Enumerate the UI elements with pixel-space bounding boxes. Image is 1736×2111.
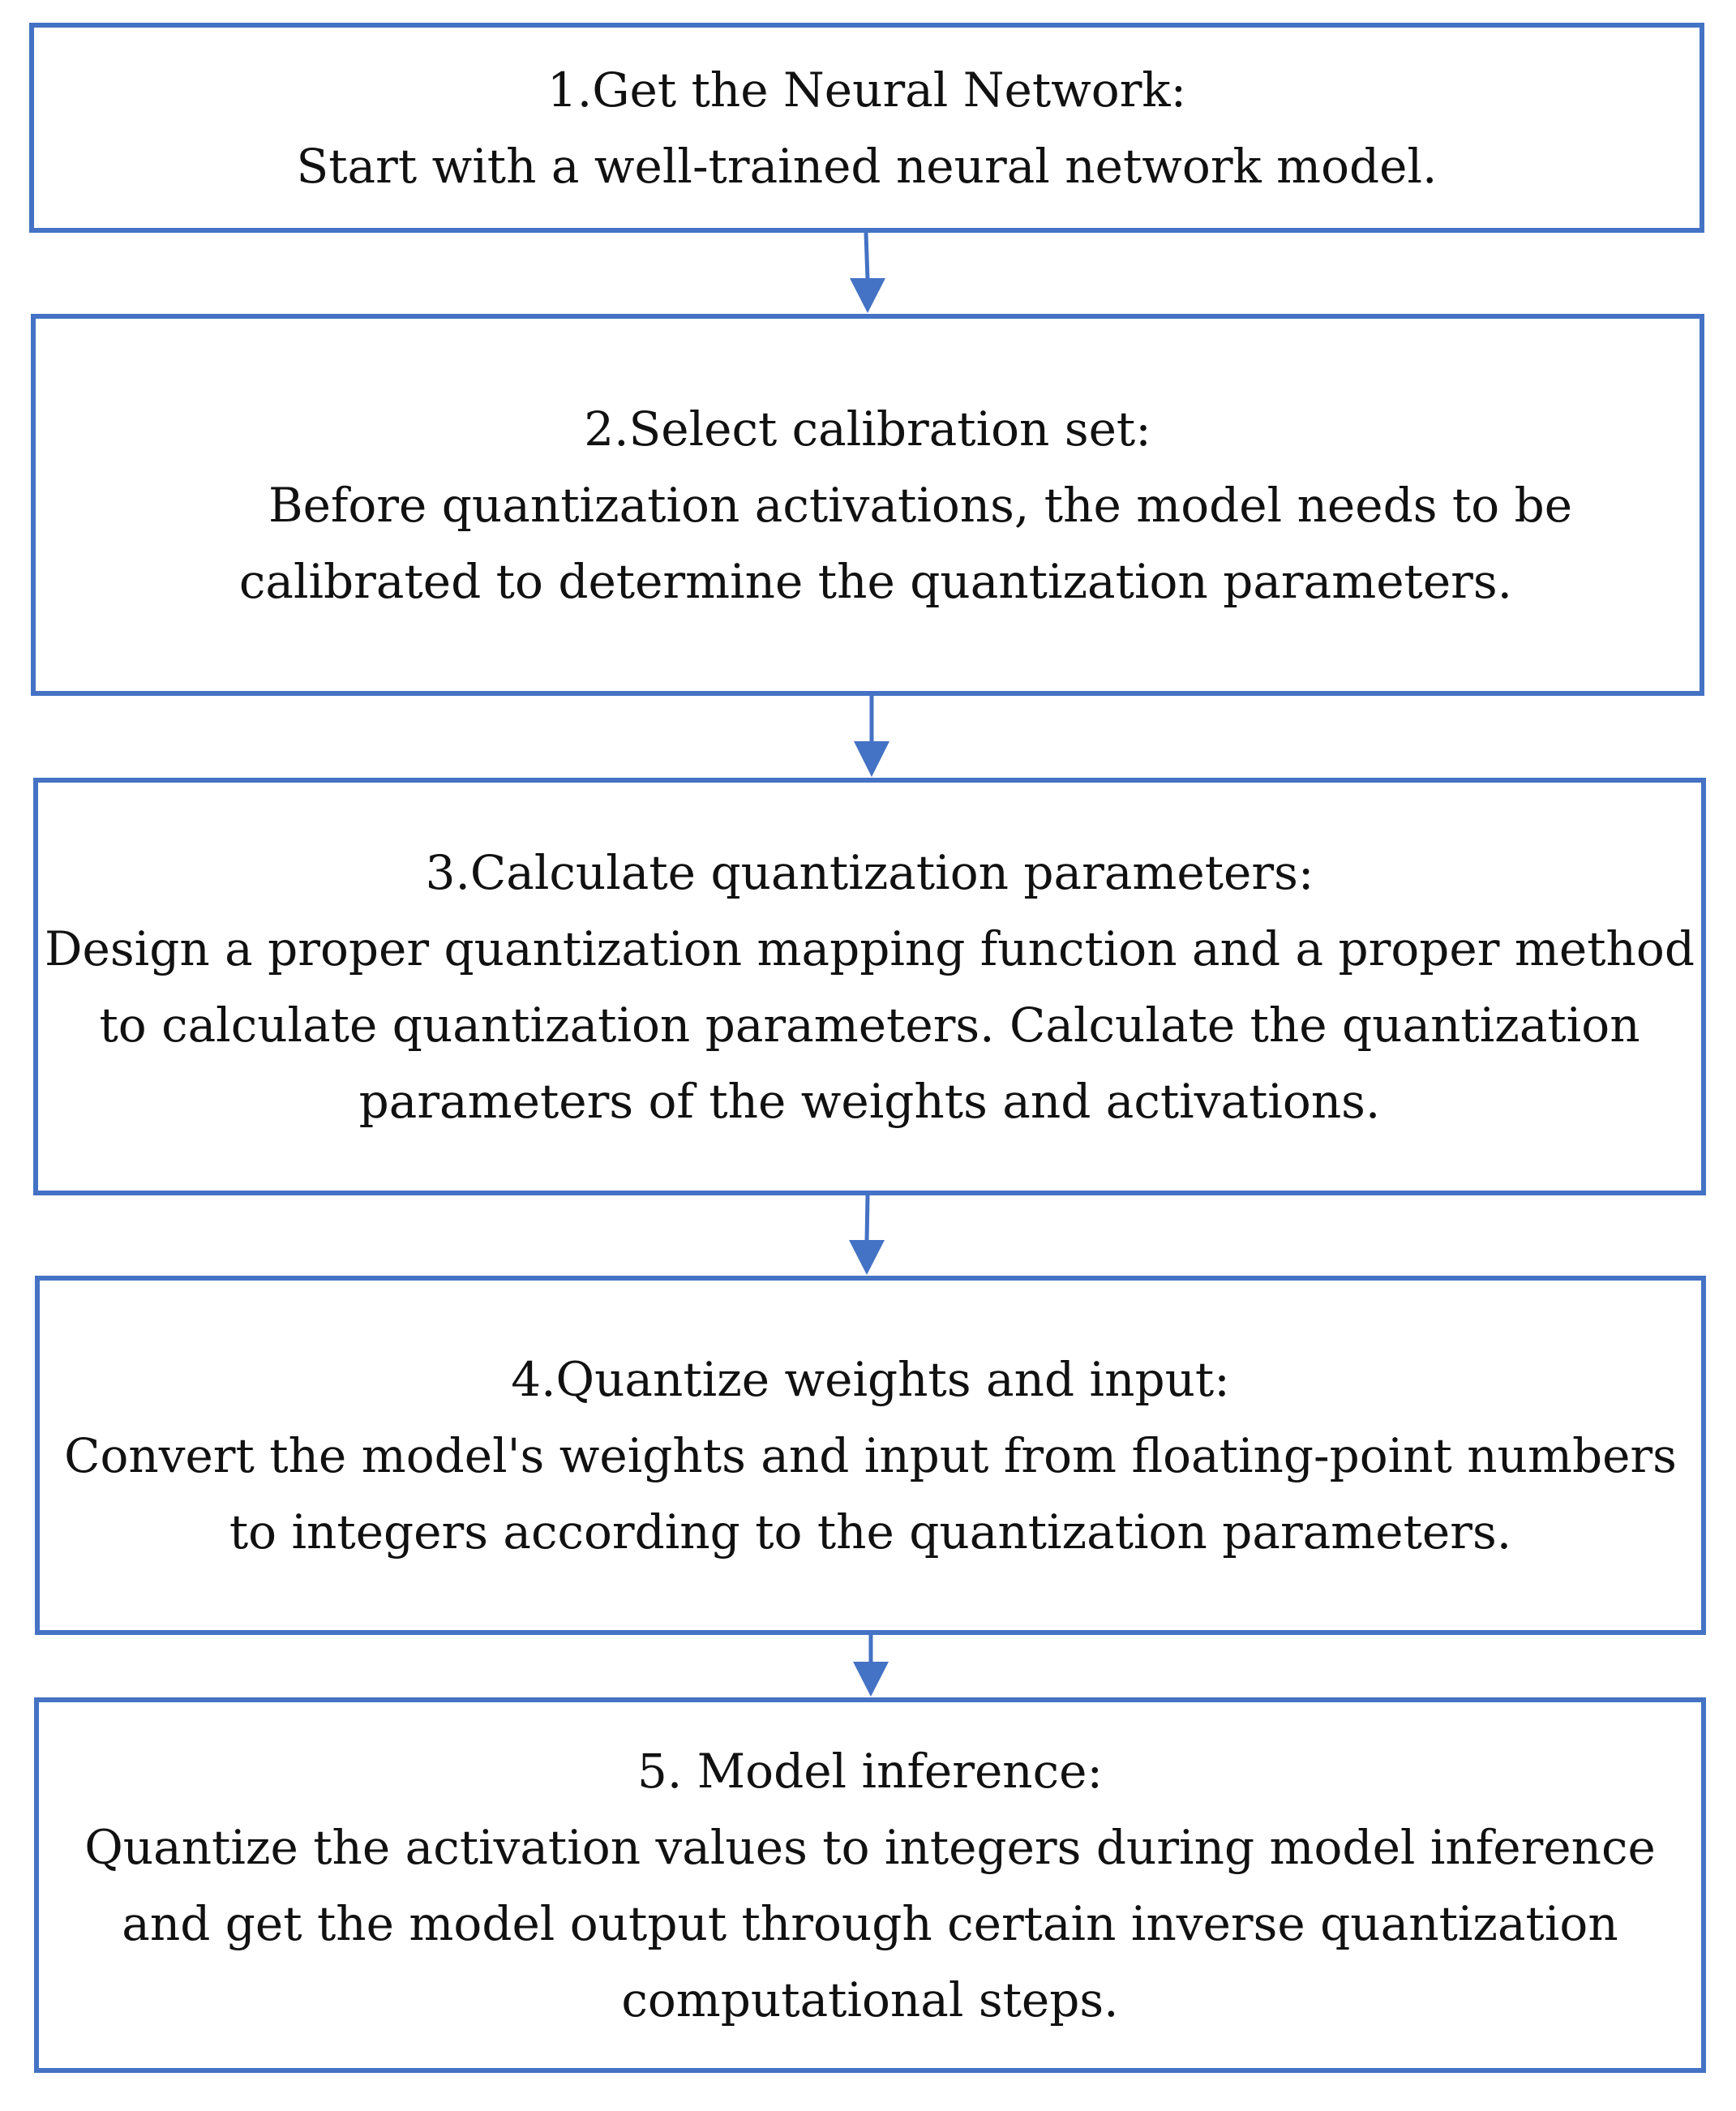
step-5-line-1: Quantize the activation values to intege… xyxy=(84,1819,1656,1875)
step-4-title: 4.Quantize weights and input: xyxy=(511,1351,1230,1407)
step-1-line-1: Start with a well-trained neural network… xyxy=(296,138,1438,194)
step-box-2: 2.Select calibration set: Before quantiz… xyxy=(31,314,1704,696)
step-box-5: 5. Model inference: Quantize the activat… xyxy=(34,1697,1706,2073)
step-3-title: 3.Calculate quantization parameters: xyxy=(425,844,1314,900)
step-3-line-3: parameters of the weights and activation… xyxy=(358,1073,1381,1129)
step-5-title: 5. Model inference: xyxy=(637,1743,1103,1799)
step-box-4: 4.Quantize weights and input: Convert th… xyxy=(35,1276,1706,1635)
step-2-line-1: Before quantization activations, the mod… xyxy=(268,477,1573,533)
step-2-line-2: calibrated to determine the quantization… xyxy=(238,553,1513,609)
arrow-3-to-4-shaft xyxy=(864,1195,870,1242)
step-5-line-3: computational steps. xyxy=(621,1972,1119,2027)
arrow-1-to-2-shaft xyxy=(864,232,870,281)
arrow-3-to-4-head xyxy=(849,1240,885,1275)
step-5-line-2: and get the model output through certain… xyxy=(122,1895,1618,1951)
step-box-1: 1.Get the Neural Network: Start with a w… xyxy=(29,23,1704,233)
step-3-line-1: Design a proper quantization mapping fun… xyxy=(45,920,1695,976)
step-3-line-2: to calculate quantization parameters. Ca… xyxy=(99,997,1640,1053)
arrow-1-to-2-head xyxy=(850,278,885,313)
step-2-title: 2.Select calibration set: xyxy=(584,401,1151,457)
arrow-2-to-3-head xyxy=(854,741,889,777)
step-1-title: 1.Get the Neural Network: xyxy=(547,62,1187,118)
step-4-line-2: to integers according to the quantizatio… xyxy=(229,1504,1512,1560)
arrow-4-to-5-head xyxy=(853,1662,889,1697)
step-box-3: 3.Calculate quantization parameters: Des… xyxy=(33,778,1706,1195)
step-4-line-1: Convert the model's weights and input fr… xyxy=(64,1427,1677,1483)
